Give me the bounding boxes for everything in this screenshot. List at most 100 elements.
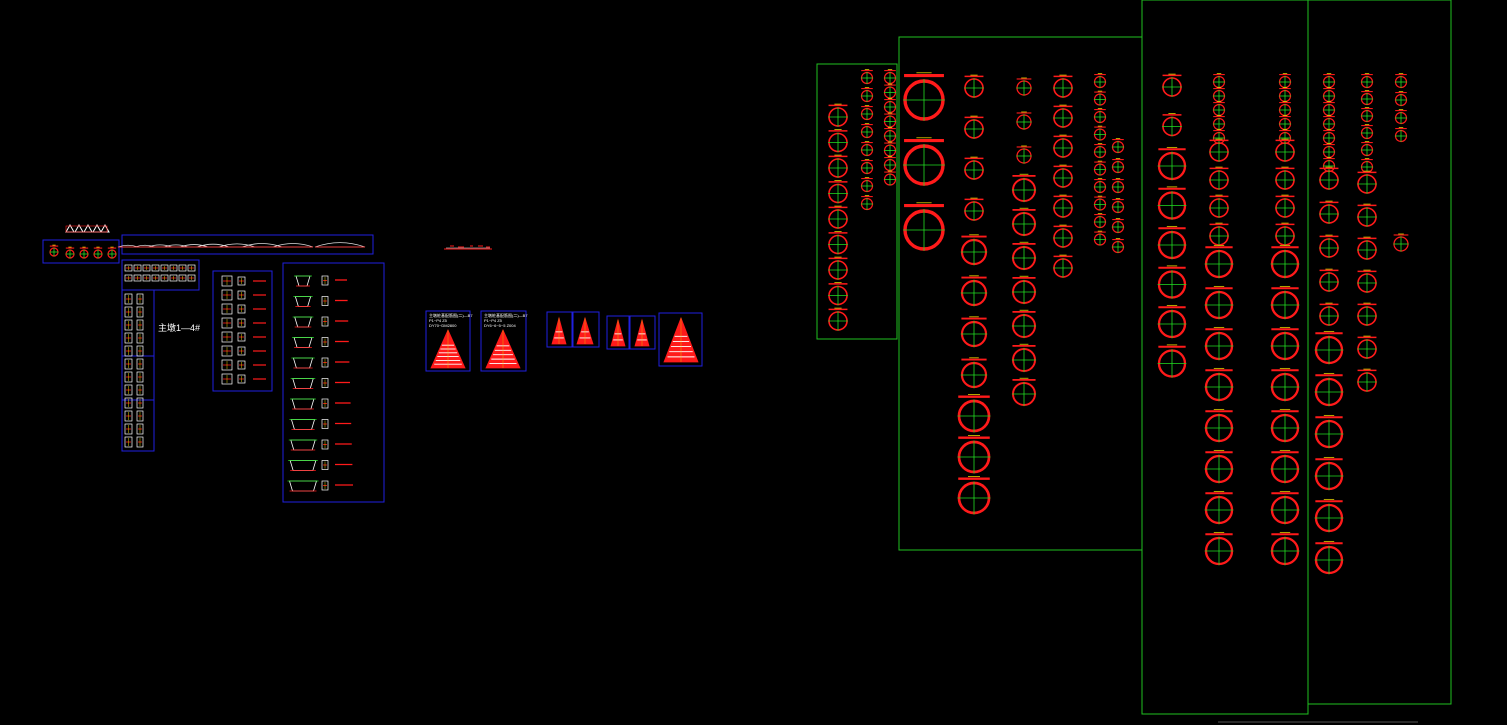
pipe-section-icon[interactable]: [93, 246, 103, 259]
pipe-section-icon[interactable]: [964, 156, 984, 180]
pipe-section-icon[interactable]: [1360, 107, 1374, 123]
tower-section-icon[interactable]: [485, 329, 521, 369]
pipe-section-icon[interactable]: [1314, 414, 1344, 449]
pipe-section-icon[interactable]: [1011, 241, 1037, 271]
pipe-section-icon[interactable]: [1394, 109, 1408, 125]
pier-detail-icon[interactable]: [237, 332, 246, 342]
tower-sheet-5[interactable]: [606, 315, 630, 350]
pipe-section-icon[interactable]: [1322, 143, 1336, 159]
pier-elevation-icon[interactable]: [136, 371, 144, 383]
pier-elevation-icon[interactable]: [124, 423, 133, 435]
pipe-section-icon[interactable]: [1322, 157, 1336, 173]
pipe-section-icon[interactable]: [1011, 207, 1037, 237]
pipe-section-icon[interactable]: [1278, 101, 1292, 117]
arch-profile-icon[interactable]: [272, 243, 314, 248]
pipe-section-icon[interactable]: [1111, 138, 1125, 154]
pipe-section-icon[interactable]: [1093, 108, 1107, 124]
pier-elevation-icon[interactable]: [136, 384, 144, 396]
pier-detail-icon[interactable]: [221, 289, 233, 301]
pipe-section-icon[interactable]: [1111, 198, 1125, 214]
pipe-section-icon[interactable]: [1111, 178, 1125, 194]
pipe-section-icon[interactable]: [1053, 134, 1073, 158]
pier-cap-icon[interactable]: [292, 316, 314, 328]
pipe-sheet-d-frame[interactable]: [1307, 0, 1452, 705]
pipe-section-icon[interactable]: [883, 112, 897, 128]
pier-column-sheet-top[interactable]: [121, 259, 200, 291]
pipe-section-icon[interactable]: [1360, 124, 1374, 140]
pipe-section-icon[interactable]: [860, 141, 874, 157]
pier-detail-icon[interactable]: [221, 303, 233, 315]
pier-elevation-icon[interactable]: [124, 306, 133, 318]
pipe-section-icon[interactable]: [1093, 125, 1107, 141]
pier-elevation-icon[interactable]: [136, 358, 144, 370]
arch-profile-icon[interactable]: [218, 243, 256, 248]
pier-elevation-icon[interactable]: [136, 436, 144, 448]
pipe-section-icon[interactable]: [828, 307, 848, 331]
pier-cap-icon[interactable]: [294, 275, 312, 287]
pipe-section-icon[interactable]: [1357, 335, 1377, 359]
pipe-section-icon[interactable]: [957, 435, 991, 474]
pipe-section-icon[interactable]: [1011, 309, 1037, 339]
pier-section-icon[interactable]: [124, 274, 133, 282]
pipe-section-icon[interactable]: [960, 275, 988, 307]
pipe-section-icon[interactable]: [107, 246, 117, 259]
pier-elevation-icon[interactable]: [136, 423, 144, 435]
pier-section-icon[interactable]: [142, 264, 151, 272]
tower-section-icon[interactable]: [663, 316, 699, 363]
pier-detail-icon[interactable]: [237, 318, 246, 328]
pier-section-icon[interactable]: [124, 264, 133, 272]
pipe-section-icon[interactable]: [1209, 138, 1229, 162]
pipe-section-icon[interactable]: [1157, 186, 1187, 220]
pipe-section-icon[interactable]: [960, 316, 988, 348]
pipe-section-icon[interactable]: [1357, 170, 1377, 194]
pipe-section-icon[interactable]: [1011, 275, 1037, 305]
pipe-section-icon[interactable]: [828, 129, 848, 153]
pipe-section-icon[interactable]: [1270, 244, 1300, 279]
pipe-section-icon[interactable]: [828, 180, 848, 204]
pipe-section-icon[interactable]: [1357, 368, 1377, 392]
pipe-section-icon[interactable]: [1053, 164, 1073, 188]
pier-cap-section-icon[interactable]: [321, 357, 329, 368]
pier-cap-sheet-large[interactable]: [282, 262, 385, 503]
pipe-section-icon[interactable]: [1314, 456, 1344, 491]
pier-cap-icon[interactable]: [291, 357, 315, 369]
pier-elevation-icon[interactable]: [136, 410, 144, 422]
pier-detail-icon[interactable]: [237, 360, 246, 370]
pier-section-icon[interactable]: [160, 274, 169, 282]
pipe-section-icon[interactable]: [1053, 254, 1073, 278]
pipe-section-icon[interactable]: [1275, 166, 1295, 190]
pipe-section-icon[interactable]: [860, 87, 874, 103]
pipe-section-icon[interactable]: [1270, 531, 1300, 566]
pipe-section-icon[interactable]: [960, 357, 988, 389]
pipe-section-icon[interactable]: [1053, 224, 1073, 248]
pipe-section-icon[interactable]: [1157, 265, 1187, 299]
pier-elevation-icon[interactable]: [124, 319, 133, 331]
pipe-section-icon[interactable]: [1322, 129, 1336, 145]
pier-section-icon[interactable]: [178, 274, 187, 282]
arch-profile-icon[interactable]: [241, 243, 283, 248]
pipe-section-icon[interactable]: [1016, 111, 1032, 130]
pipe-section-icon[interactable]: [883, 156, 897, 172]
pipe-section-icon[interactable]: [883, 141, 897, 157]
pipe-section-icon[interactable]: [1212, 87, 1226, 103]
pipe-section-icon[interactable]: [960, 234, 988, 266]
pipe-section-icon[interactable]: [1204, 449, 1234, 484]
pipe-section-icon[interactable]: [883, 98, 897, 114]
pipe-section-icon[interactable]: [957, 476, 991, 515]
pier-section-icon[interactable]: [133, 264, 142, 272]
pipe-section-icon[interactable]: [828, 231, 848, 255]
pipe-section-icon[interactable]: [1093, 143, 1107, 159]
pier-detail-icon[interactable]: [221, 275, 233, 287]
pipe-section-icon[interactable]: [1053, 104, 1073, 128]
pipe-section-icon[interactable]: [903, 202, 945, 251]
pier-detail-icon[interactable]: [221, 359, 233, 371]
pier-section-icon[interactable]: [178, 264, 187, 272]
pipe-section-icon[interactable]: [1053, 194, 1073, 218]
pipe-section-icon[interactable]: [1394, 91, 1408, 107]
pipe-section-icon[interactable]: [860, 195, 874, 211]
pipe-section-icon[interactable]: [1314, 540, 1344, 575]
pipe-section-icon[interactable]: [1111, 158, 1125, 174]
pipe-section-icon[interactable]: [1093, 230, 1107, 246]
pier-section-icon[interactable]: [151, 264, 160, 272]
